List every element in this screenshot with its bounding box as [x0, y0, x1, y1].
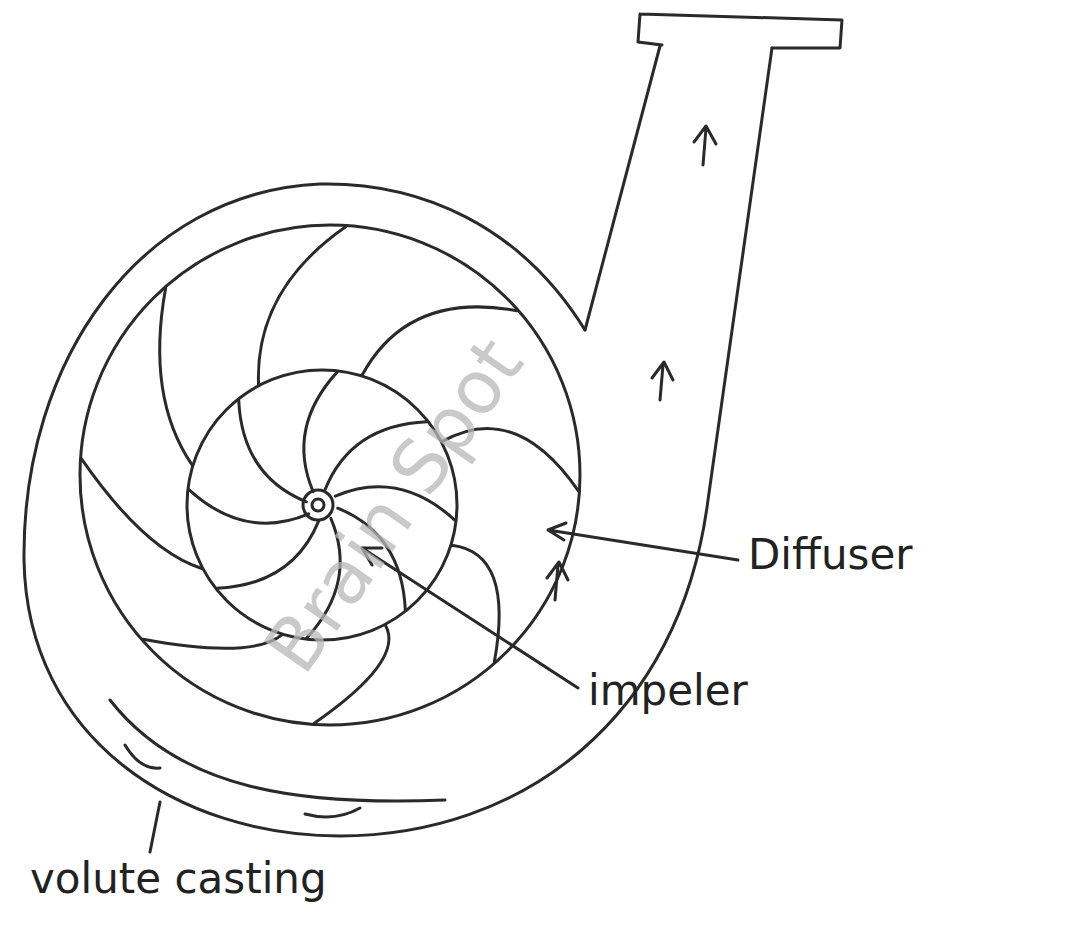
diffuser-vane [452, 545, 499, 662]
part-label: impeler [588, 668, 748, 714]
leader-line [150, 802, 160, 852]
outlet-inner-wall [585, 46, 660, 330]
part-label: volute casting [30, 856, 327, 902]
flow-arrow [305, 808, 360, 817]
volute-outer-wall [24, 48, 772, 836]
part-label: Diffuser [748, 532, 913, 578]
leader-line [548, 523, 738, 560]
flow-arrow [652, 362, 673, 400]
outlet-flange [638, 14, 842, 48]
flow-arrow [547, 562, 568, 600]
impeller-blade [239, 400, 307, 502]
diffuser-ring [80, 225, 580, 725]
flow-arrow [125, 745, 160, 768]
vane-group [82, 227, 579, 724]
diffuser-vane [160, 288, 192, 465]
diffuser-vane [258, 227, 346, 385]
flow-arrow [694, 126, 716, 165]
hub-inner [312, 499, 324, 511]
diffuser-vane [82, 459, 202, 569]
